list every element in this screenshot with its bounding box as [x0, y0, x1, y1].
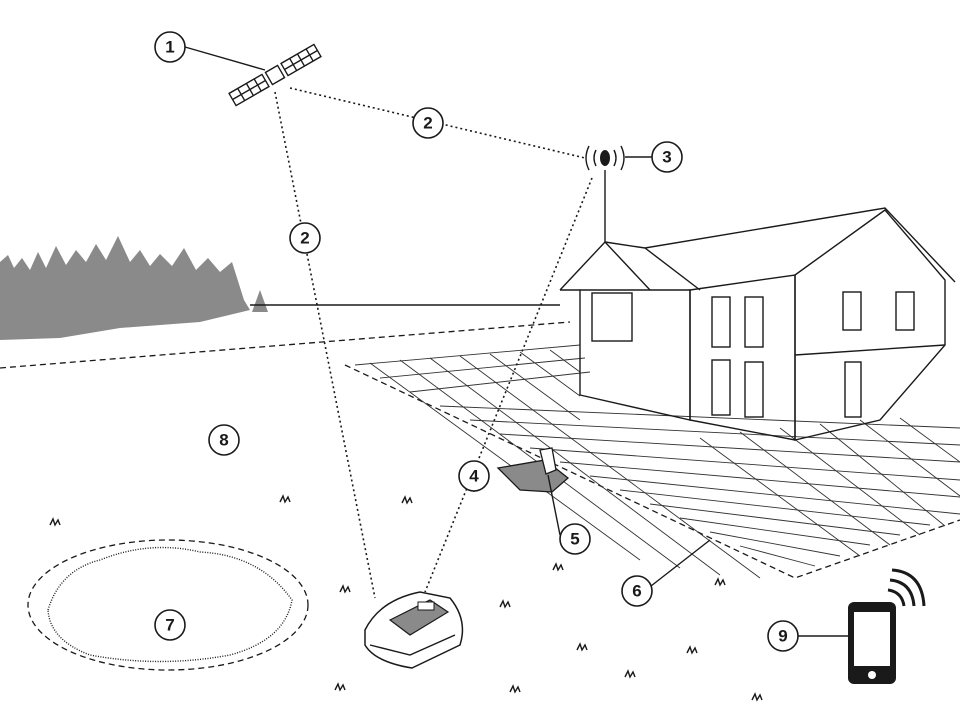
leader-lines [184, 46, 848, 637]
grass-tufts [49, 494, 763, 702]
callout-4: 4 [458, 460, 490, 492]
callout-1: 1 [154, 31, 186, 63]
garden-bed [27, 539, 309, 671]
svg-text:7: 7 [165, 616, 174, 635]
satellite-icon [228, 43, 322, 107]
callout-5: 5 [559, 523, 591, 555]
svg-text:3: 3 [662, 148, 671, 167]
svg-text:2: 2 [300, 229, 309, 248]
callout-9: 9 [767, 620, 799, 652]
callout-2-mower-link: 2 [289, 222, 321, 254]
callout-7: 7 [154, 609, 186, 641]
forest-silhouette [0, 236, 268, 340]
callout-2-station-link: 2 [412, 107, 444, 139]
svg-text:4: 4 [469, 467, 479, 486]
svg-text:9: 9 [778, 627, 787, 646]
robotic-mower-icon [364, 591, 464, 669]
charging-station-icon [496, 447, 570, 493]
reference-station-icon [585, 145, 625, 171]
svg-text:5: 5 [570, 530, 579, 549]
satellite-to-mower-signal [274, 91, 376, 599]
boundary-far [0, 321, 571, 369]
svg-text:6: 6 [632, 582, 641, 601]
callout-6: 6 [621, 575, 653, 607]
svg-text:8: 8 [219, 431, 228, 450]
paved-area [344, 344, 960, 579]
svg-text:1: 1 [165, 38, 174, 57]
svg-text:2: 2 [423, 114, 432, 133]
smartphone-icon [848, 568, 926, 684]
callout-8: 8 [208, 424, 240, 456]
callout-3: 3 [651, 141, 683, 173]
house [559, 170, 956, 441]
